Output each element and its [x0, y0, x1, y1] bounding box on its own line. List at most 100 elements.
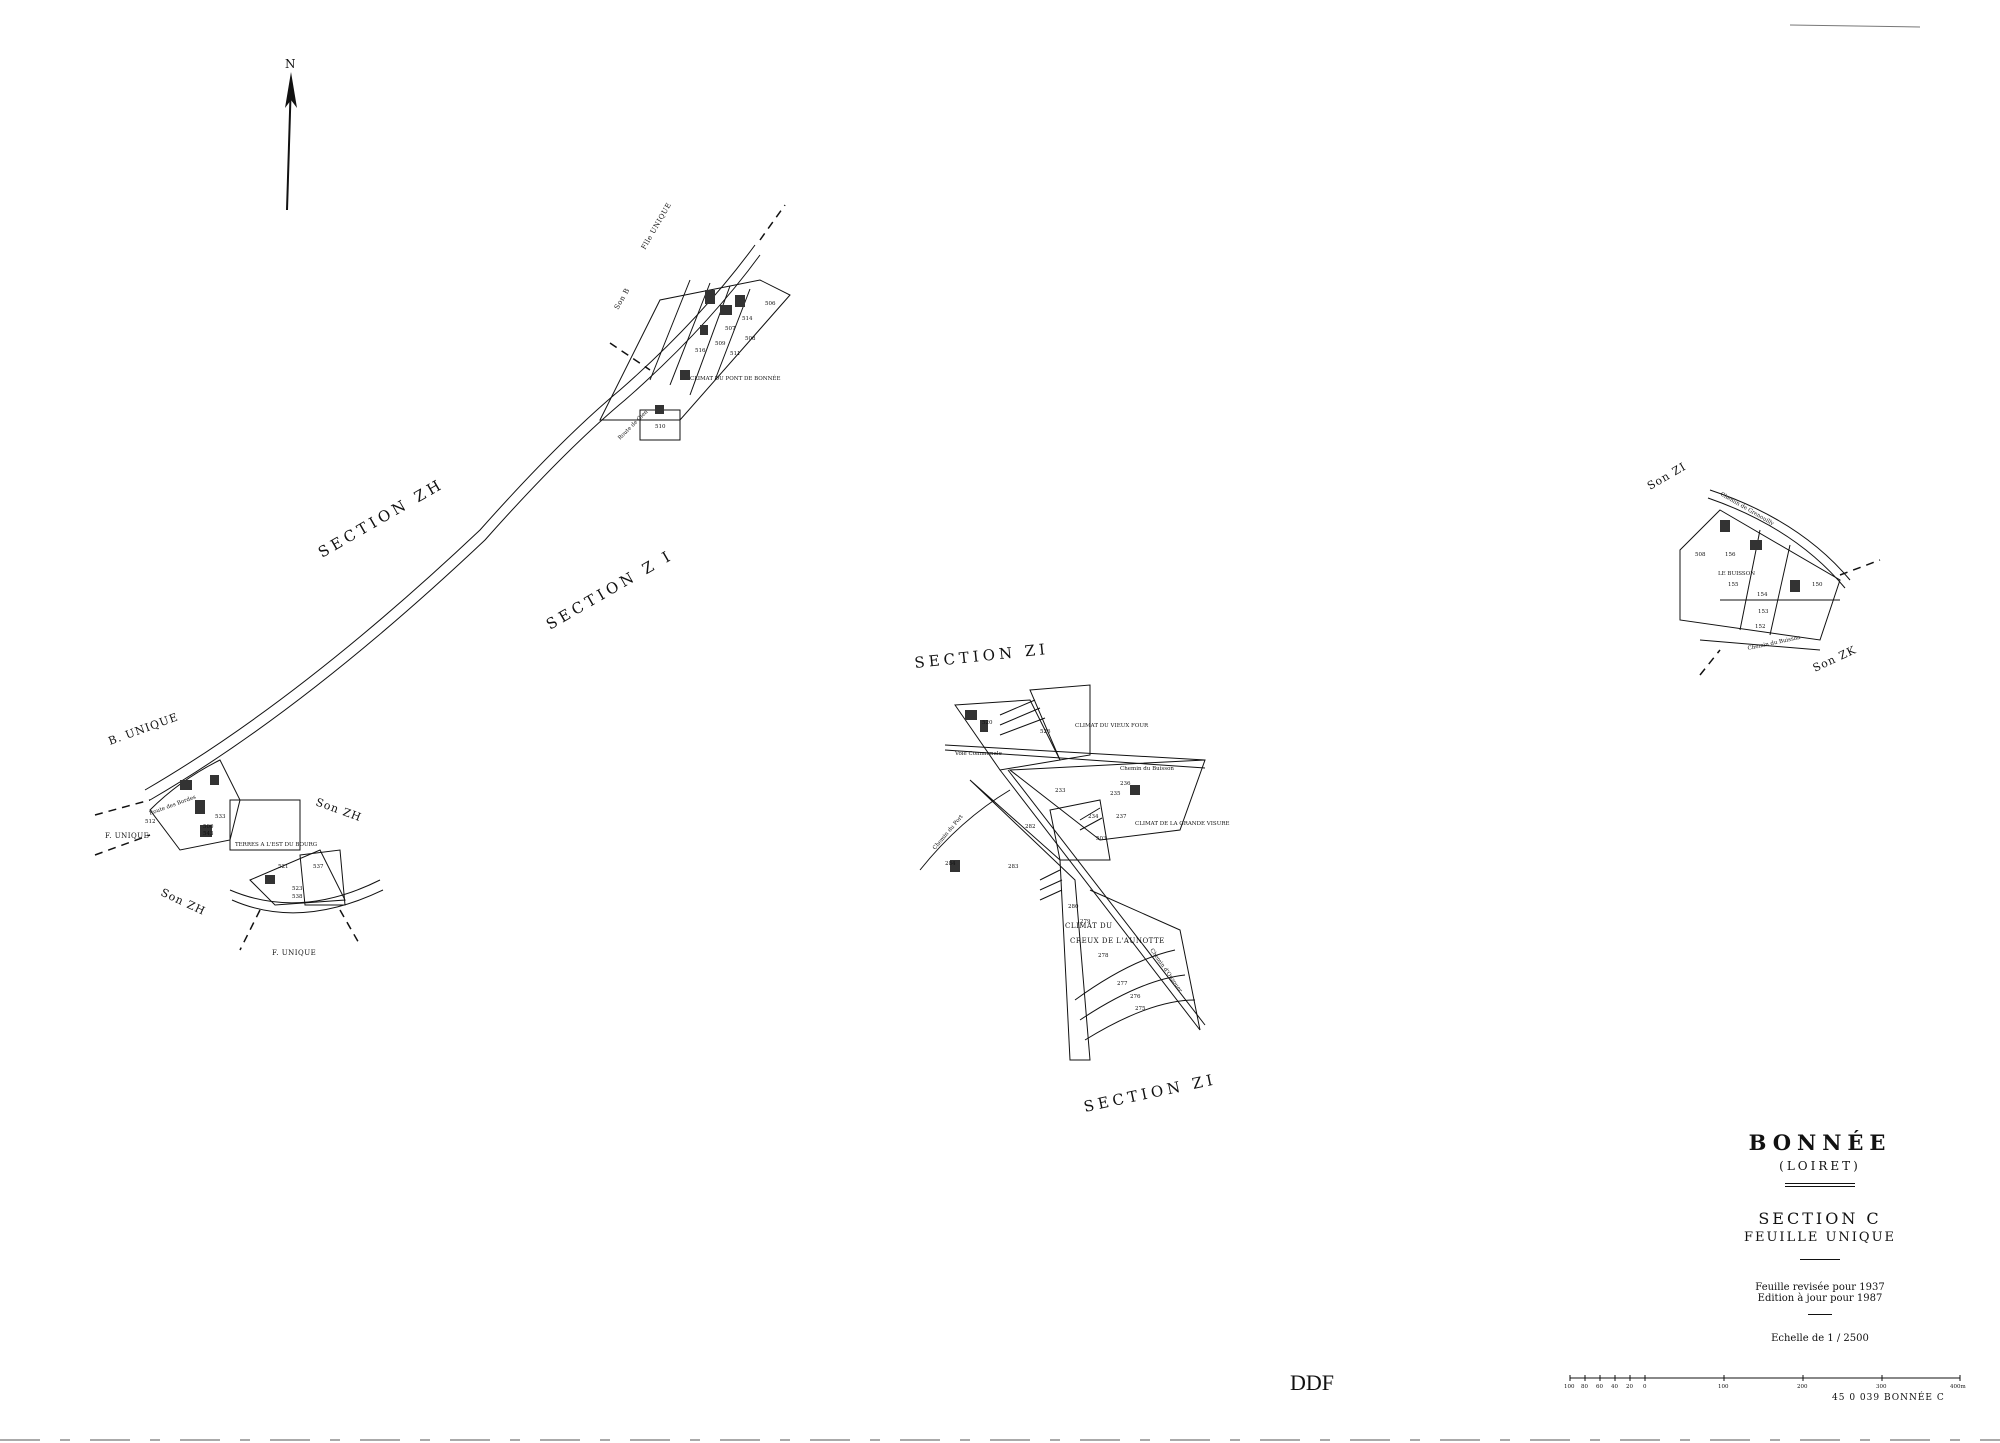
parcel-number: 237 — [1116, 814, 1127, 820]
road-chemin-port: Chemin du Port — [932, 813, 965, 851]
label-section-zh: SECTION ZH — [315, 475, 447, 562]
scale-tick: 20 — [1626, 1384, 1633, 1390]
parcel-number: 233 — [1055, 788, 1066, 794]
north-label: N — [285, 57, 296, 71]
parcel-number: 156 — [1725, 552, 1736, 558]
scale-bar-ticks: 100 80 60 40 20 0 100 200 300 400m — [1564, 1384, 1966, 1390]
parcel-number: 280 — [1068, 904, 1079, 910]
parcel-number: 533 — [215, 814, 226, 820]
scale-tick: 100 — [1718, 1384, 1729, 1390]
scale-tick: 400m — [1950, 1384, 1966, 1390]
place-climat-creux-1: CLIMAT DU — [1065, 922, 1113, 930]
parcel-number: 150 — [1812, 582, 1823, 588]
scale-note: Echelle de 1 / 2500 — [1771, 1333, 1869, 1344]
parcel-number: 508 — [1695, 552, 1706, 558]
scale-tick: 0 — [1643, 1384, 1647, 1390]
label-f-unique-2: F. UNIQUE — [272, 949, 316, 957]
ddf-stamp: DDF — [1290, 1370, 1335, 1395]
parcel-numbers-a: 510 516 509 507 514 511 508 506 — [655, 301, 776, 430]
fragment-center — [919, 684, 1206, 1061]
parcel-number: 503 — [1096, 836, 1107, 842]
parcel-number: 153 — [1758, 609, 1769, 615]
section-title: SECTION C — [1758, 1209, 1882, 1228]
label-flle-unique: Flle UNIQUE — [640, 201, 673, 251]
divider — [1785, 1183, 1855, 1184]
place-le-buisson: LE BUISSON — [1718, 571, 1755, 577]
cartouche: BONNÉE (LOIRET) SECTION C FEUILLE UNIQUE… — [1640, 1130, 2000, 1344]
boundary-dash — [94, 799, 151, 816]
parcel-number: 520 — [982, 720, 993, 726]
feuille-title: FEUILLE UNIQUE — [1743, 1230, 1897, 1245]
place-climat-vieux-four: CLIMAT DU VIEUX FOUR — [1075, 723, 1149, 729]
label-section-zi: SECTION Z I — [543, 546, 677, 634]
hatched-zone — [999, 699, 1103, 901]
boundary-dash — [1839, 559, 1881, 576]
parcel-number: 510 — [655, 424, 666, 430]
parcel-number: 508 — [745, 336, 756, 342]
scan-edge — [1789, 24, 1921, 28]
boundary-dash — [339, 909, 361, 946]
scale-tick: 40 — [1611, 1384, 1618, 1390]
road-voie-communale: Voie Communale — [954, 751, 1002, 757]
parcel-number: 284 — [945, 861, 956, 867]
place-terres-est: TERRES A L'EST DU BOURG — [235, 842, 317, 848]
parcel-number: 514 — [742, 316, 753, 322]
parcel-number: 152 — [1755, 624, 1766, 630]
place-climat-grande-visure: CLIMAT DE LA GRANDE VISURE — [1135, 821, 1230, 827]
parcel-number: 523 — [292, 886, 303, 892]
scale-tick: 200 — [1797, 1384, 1808, 1390]
road-chemin-ouzouer: Chemin d'Ouzouer — [1148, 948, 1183, 994]
scale-bar — [1569, 1375, 1961, 1381]
parcel-number: 507 — [725, 326, 736, 332]
revision-note: Feuille revisée pour 1937 — [1755, 1282, 1885, 1293]
parcel-number: 543 — [203, 831, 214, 837]
parcel-number: 500 — [203, 824, 214, 830]
fragment-a-buildings — [655, 290, 745, 414]
north-arrow-icon — [285, 72, 297, 211]
parcel-number: 509 — [715, 341, 726, 347]
place-climat-creux-2: CREUX DE L'AUNOTTE — [1070, 937, 1165, 945]
label-f-unique-1: F. UNIQUE — [105, 832, 149, 840]
boundary-dash — [1699, 649, 1721, 676]
road-chemin-buisson-2: Chemin du Buisson — [1747, 635, 1801, 652]
divider — [1800, 1259, 1840, 1260]
parcel-number: 511 — [730, 351, 741, 357]
parcel-number: 506 — [765, 301, 776, 307]
boundary-dash — [609, 342, 651, 371]
parcel-number: 278 — [1098, 953, 1109, 959]
parcel-number: 526 — [1040, 729, 1051, 735]
road-route-bordes: Route des Bordes — [149, 794, 197, 817]
divider — [1808, 1314, 1832, 1315]
edition-note: Edition à jour pour 1987 — [1757, 1293, 1883, 1304]
parcel-number: 275 — [1135, 1006, 1146, 1012]
scale-tick: 300 — [1876, 1384, 1887, 1390]
parcel-number: 279 — [1080, 919, 1091, 925]
boundary-dash — [239, 909, 261, 951]
parcel-number: 282 — [1025, 824, 1036, 830]
label-son-zi-right: Son ZI — [1645, 460, 1689, 493]
fragment-d-buildings — [1720, 520, 1800, 592]
parcel-number: 538 — [292, 894, 303, 900]
parcel-number: 537 — [313, 864, 324, 870]
parcel-number: 154 — [1757, 592, 1768, 598]
road-chemin-buisson: Chemin du Buisson — [1120, 766, 1174, 772]
boundary-dash — [94, 834, 151, 856]
scale-tick: 100 — [1564, 1384, 1575, 1390]
label-section-zi-mid: SECTION ZI — [914, 640, 1050, 672]
department-name: (LOIRET) — [1779, 1159, 1861, 1173]
sheet-reference: 45 0 039 BONNÉE C — [1832, 1393, 1945, 1403]
parcel-number: 521 — [278, 864, 289, 870]
label-son-zh-1: Son ZH — [314, 796, 364, 825]
label-son-b: Son B — [613, 287, 632, 311]
fragment-right — [1679, 489, 1851, 651]
place-climat-pont: CLIMAT DU PONT DE BONNÉE — [690, 374, 780, 382]
parcel-numbers-d: 508 156 155 154 153 152 150 — [1695, 552, 1823, 630]
parcel-numbers-c: 526 520 233 236 235 234 237 503 282 283 … — [945, 720, 1146, 1012]
parcel-number: 155 — [1728, 582, 1739, 588]
parcel-number: 516 — [695, 348, 706, 354]
parcel-number: 236 — [1120, 781, 1131, 787]
boundary-dash — [759, 204, 786, 241]
fragment-village-left — [149, 759, 384, 914]
commune-name: BONNÉE — [1748, 1130, 1892, 1155]
